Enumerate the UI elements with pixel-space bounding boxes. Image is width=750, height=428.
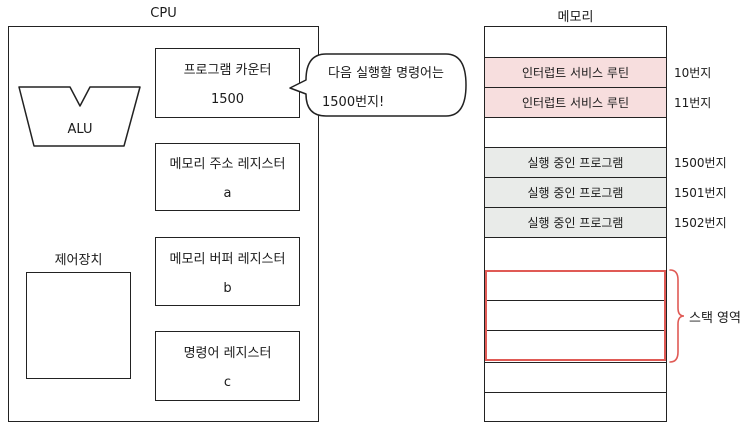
memory-column	[484, 26, 667, 422]
memory-row-divider	[484, 117, 667, 118]
memory-row-divider	[484, 300, 667, 301]
memory-row-divider	[484, 177, 667, 178]
speech-bubble	[289, 53, 467, 117]
register-value: 1500	[210, 92, 245, 107]
alu-label: ALU	[67, 122, 93, 137]
memory-cell-interrupt-2: 인터럽트 서비스 루틴	[485, 88, 666, 117]
register-value: b	[223, 280, 232, 296]
memory-cell-program-2: 실행 중인 프로그램	[485, 178, 666, 207]
stack-area-label: 스택 영역	[689, 311, 741, 326]
stack-brace	[669, 269, 685, 363]
memory-buffer-register: 메모리 버퍼 레지스터 b	[155, 237, 300, 306]
control-unit-box	[26, 272, 131, 379]
memory-title: 메모리	[557, 10, 594, 25]
memory-row-divider	[484, 147, 667, 148]
control-unit-label: 제어장치	[54, 253, 103, 268]
memory-row-divider	[484, 362, 667, 363]
register-name: 메모리 주소 레지스터	[169, 157, 286, 172]
register-name: 메모리 버퍼 레지스터	[169, 251, 286, 267]
memory-cell-program-1: 실행 중인 프로그램	[485, 148, 666, 177]
instruction-register: 명령어 레지스터 c	[155, 331, 300, 401]
address-1502: 1502번지	[674, 216, 727, 230]
speech-bubble-line1: 다음 실행할 명령어는	[328, 66, 444, 81]
memory-cell-program-3: 실행 중인 프로그램	[485, 208, 666, 237]
memory-row-divider	[484, 330, 667, 331]
address-10: 10번지	[674, 66, 712, 80]
register-value: c	[223, 375, 232, 390]
memory-row-divider	[484, 237, 667, 238]
program-counter-register: 프로그램 카운터 1500	[155, 48, 300, 118]
address-11: 11번지	[674, 96, 712, 110]
address-1501: 1501번지	[674, 186, 727, 200]
memory-row-divider	[484, 207, 667, 208]
cpu-title: CPU	[150, 6, 177, 21]
register-value: a	[223, 186, 232, 201]
alu-shape	[18, 86, 141, 147]
stack-area-box	[485, 270, 666, 361]
memory-row-divider	[484, 392, 667, 393]
register-name: 명령어 레지스터	[183, 346, 272, 361]
address-1500: 1500번지	[674, 156, 727, 170]
memory-row-divider	[484, 57, 667, 58]
memory-cell-interrupt-1: 인터럽트 서비스 루틴	[485, 58, 666, 87]
register-name: 프로그램 카운터	[183, 63, 272, 78]
cpu-box	[8, 26, 319, 422]
memory-row-divider	[484, 87, 667, 88]
speech-bubble-line2: 1500번지!	[322, 95, 385, 110]
memory-address-register: 메모리 주소 레지스터 a	[155, 143, 300, 211]
